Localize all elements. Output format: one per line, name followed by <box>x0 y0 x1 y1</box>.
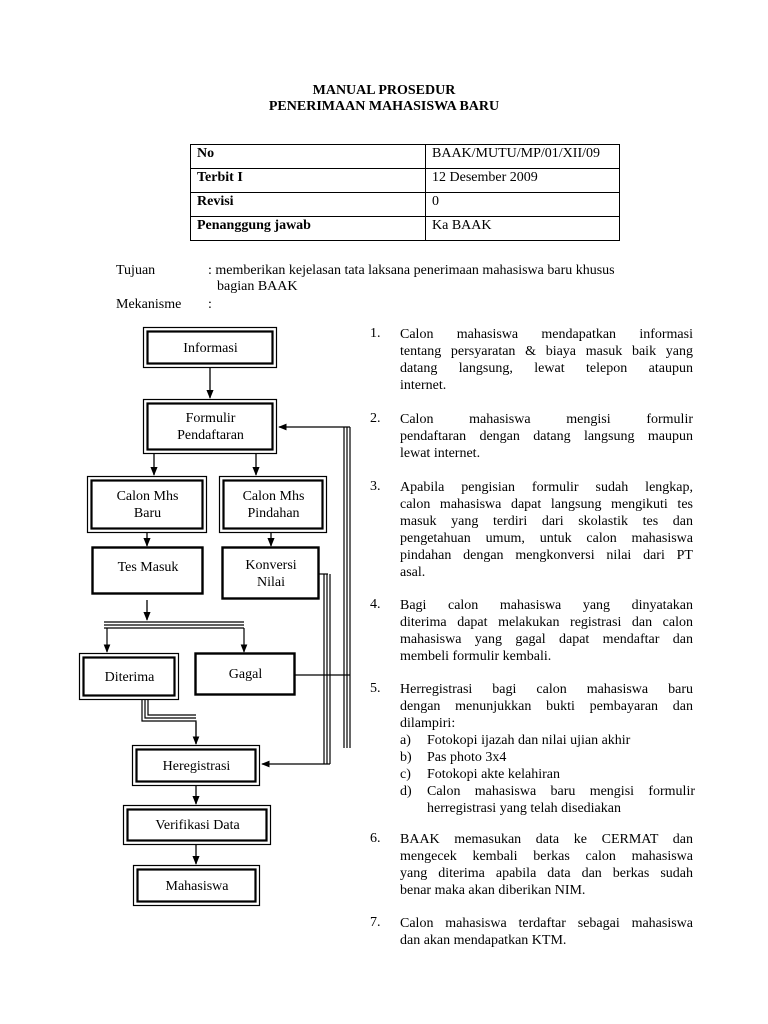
box-gagal <box>194 652 296 696</box>
sub-text: Fotokopi ijazah dan nilai ujian akhir <box>427 733 631 748</box>
sub-letter: b) <box>400 750 412 765</box>
step-5-line: Herregistrasi bagi calon mahasiswa baru <box>400 682 693 697</box>
sub-letter: a) <box>400 733 411 748</box>
calon-baru-label: Calon Mhs Baru <box>92 481 203 529</box>
step-number: 4. <box>370 597 381 612</box>
step-number: 3. <box>370 479 381 494</box>
step-6-line: mengecek kembali berkas calon mahasiswa <box>400 849 693 864</box>
mekanisme-colon: : <box>208 297 212 312</box>
step-3-line: pindahan dengan mengkonversi nilai dari … <box>400 548 693 563</box>
info-key-revisi: Revisi <box>190 192 426 217</box>
step-3-line: calon mahasiswa dapat langsung mengikuti… <box>400 497 693 512</box>
step-6-line: benar maka akan diberikan NIM. <box>400 883 586 898</box>
table-row: Revisi 0 <box>190 192 620 217</box>
informasi-label: Informasi <box>183 340 238 356</box>
step-1-line: internet. <box>400 378 447 393</box>
step-3-line: pengetahuan umum, untuk calon mahasiswa <box>400 531 693 546</box>
step-5-line: dilampiri: <box>400 716 456 731</box>
step-5-line: dengan menunjukkan bukti pembayaran dan <box>400 699 693 714</box>
formulir-label-line1: Formulir <box>185 411 236 426</box>
step-1-line: datang langsung, lewat telepon ataupun <box>400 361 693 376</box>
heregistrasi-label: Heregistrasi <box>162 758 231 774</box>
step-7-line: dan akan mendapatkan KTM. <box>400 933 567 948</box>
box-diterima <box>78 652 180 701</box>
verifikasi-label: Verifikasi Data <box>155 818 240 833</box>
step-2-line: lewat internet. <box>400 446 481 461</box>
box-heregistrasi <box>131 744 261 787</box>
box-verifikasi <box>122 804 272 846</box>
calon-pindahan-line1: Calon Mhs <box>242 489 305 504</box>
box-informasi <box>142 326 278 369</box>
konversi-label: Konversi Nilai <box>223 556 319 592</box>
connector-konversi-here <box>261 573 331 768</box>
connector-gagal-formulir <box>278 423 351 748</box>
step-6-line: yang diterima apabila data dan berkas su… <box>400 866 693 881</box>
sub-letter: c) <box>400 767 411 782</box>
calon-baru-line2: Baru <box>133 506 162 521</box>
step-3-line: masuk yang terdiri dari skolastik tes da… <box>400 514 693 529</box>
konversi-line1: Konversi <box>245 558 297 573</box>
info-value-terbit: 12 Desember 2009 <box>425 168 620 193</box>
formulir-label: Formulir Pendaftaran <box>148 404 273 450</box>
document-info-table: No BAAK/MUTU/MP/01/XII/09 Terbit I 12 De… <box>190 144 620 241</box>
step-1-line: Calon mahasiswa mendapatkan informasi <box>400 327 693 342</box>
step-2-line: pendaftaran dengan datang langsung maupu… <box>400 429 693 444</box>
mahasiswa-label: Mahasiswa <box>165 878 229 894</box>
sub-letter: d) <box>400 784 412 799</box>
tujuan-text-line1: : memberikan kejelasan tata laksana pene… <box>208 263 615 278</box>
info-key-penanggung: Penanggung jawab <box>190 216 426 241</box>
calon-baru-line1: Calon Mhs <box>116 489 179 504</box>
tes-masuk-label: Tes Masuk <box>117 559 179 575</box>
mekanisme-label: Mekanisme <box>116 297 182 312</box>
box-calon-pindahan <box>218 475 328 534</box>
diterima-label: Diterima <box>104 669 155 685</box>
box-mahasiswa <box>132 864 261 907</box>
step-2-line: Calon mahasiswa mengisi formulir <box>400 412 693 427</box>
step-4-line: membeli formulir kembali. <box>400 649 552 664</box>
table-row: Terbit I 12 Desember 2009 <box>190 168 620 193</box>
step-3-line: Apabila pengisian formulir sudah lengkap… <box>400 480 693 495</box>
split-connector <box>103 621 248 653</box>
formulir-label-line2: Pendaftaran <box>177 428 244 443</box>
connector-diterima-here <box>141 700 200 745</box>
step-6-line: BAAK memasukan data ke CERMAT dan <box>400 832 693 847</box>
sub-text: Pas photo 3x4 <box>427 750 507 765</box>
step-4-line: Bagi calon mahasiswa yang dinyatakan <box>400 598 693 613</box>
gagal-label: Gagal <box>228 666 263 682</box>
calon-pindahan-label: Calon Mhs Pindahan <box>224 481 323 529</box>
tujuan-text-line2: bagian BAAK <box>217 279 298 294</box>
step-4-line: mahasiswa yang gagal dapat mendaftar dan <box>400 632 693 647</box>
box-formulir <box>142 398 278 455</box>
sub-text: Fotokopi akte kelahiran <box>427 767 560 782</box>
step-7-line: Calon mahasiswa terdaftar sebagai mahasi… <box>400 916 693 931</box>
info-value-revisi: 0 <box>425 192 620 217</box>
step-number: 2. <box>370 411 381 426</box>
step-number: 5. <box>370 681 381 696</box>
table-row: Penanggung jawab Ka BAAK <box>190 216 620 241</box>
step-3-line: asal. <box>400 565 426 580</box>
step-4-line: diterima dapat melakukan registrasi dan … <box>400 615 693 630</box>
calon-pindahan-line2: Pindahan <box>247 506 300 521</box>
box-calon-baru <box>86 475 208 534</box>
box-tes-masuk <box>91 546 204 595</box>
sub-text: herregistrasi yang telah disediakan <box>427 801 621 816</box>
step-1-line: tentang persyaratan & biaya masuk baik y… <box>400 344 693 359</box>
doc-title-line2: PENERIMAAN MAHASISWA BARU <box>268 99 500 114</box>
box-konversi <box>221 546 320 600</box>
step-number: 6. <box>370 831 381 846</box>
tujuan-label: Tujuan <box>116 263 156 278</box>
step-number: 7. <box>370 915 381 930</box>
konversi-line2: Nilai <box>257 575 285 590</box>
sub-text: Calon mahasiswa baru mengisi formulir <box>427 784 695 799</box>
step-number: 1. <box>370 326 381 341</box>
info-value-penanggung: Ka BAAK <box>425 216 620 241</box>
doc-title-line1: MANUAL PROSEDUR <box>312 83 456 98</box>
